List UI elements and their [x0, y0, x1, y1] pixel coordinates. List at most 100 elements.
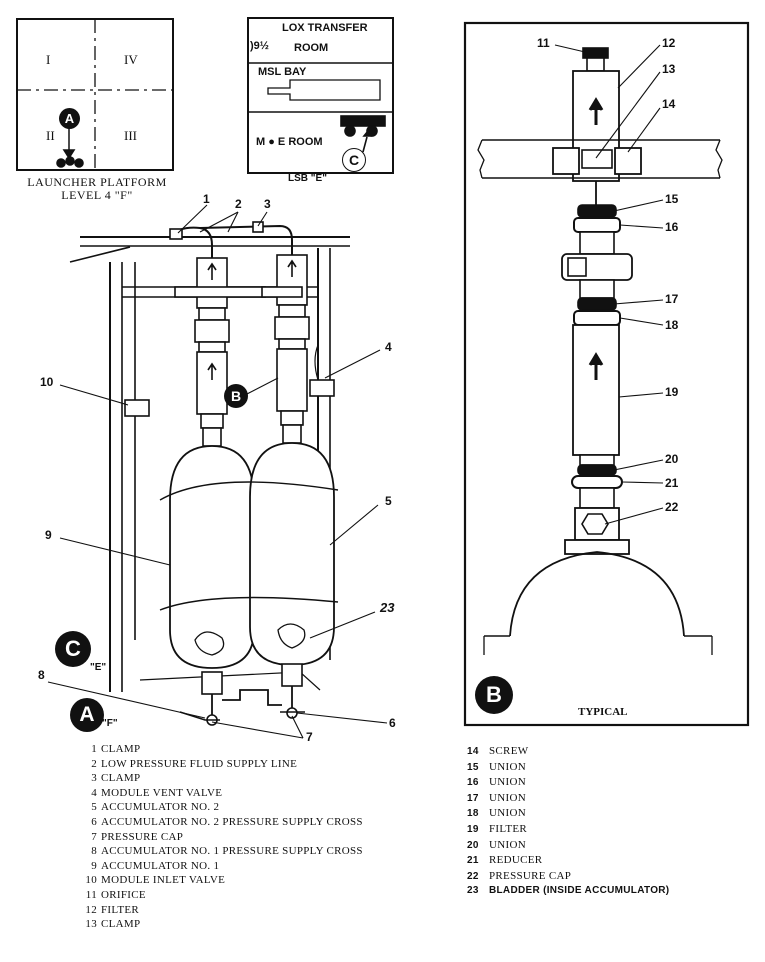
detail-callout-19: 19 [665, 385, 679, 399]
callout-6: 6 [389, 716, 396, 730]
legend-left-item: 4 MODULE VENT VALVE [75, 786, 363, 801]
detail-callout-17: 17 [665, 292, 679, 306]
legend-right-item-number: 18 [467, 808, 479, 820]
legend-left-item-text: MODULE VENT VALVE [101, 786, 223, 799]
marker-b-detail: B [475, 676, 513, 714]
legend-left-item-text: FILTER [101, 903, 140, 916]
detail-callout-18: 18 [665, 318, 679, 332]
detail-callout-21: 21 [665, 476, 679, 490]
legend-right-item: 14 SCREW [467, 744, 669, 760]
legend-left-item-number: 13 [85, 918, 97, 931]
detail-b-frame [463, 21, 750, 727]
legend-left-item: 3 CLAMP [75, 771, 363, 786]
marker-c-room: C [342, 148, 366, 172]
legend-left-item: 13 CLAMP [75, 917, 363, 932]
legend-left-item-text: ACCUMULATOR NO. 2 [101, 801, 220, 814]
legend-right-item-number: 14 [467, 746, 479, 757]
detail-callout-20: 20 [665, 452, 679, 466]
legend-right-item-number: 21 [467, 855, 479, 867]
legend-right-item-number: 16 [467, 777, 479, 789]
legend-right-item: 18 UNION [467, 806, 669, 822]
legend-right-item-text: PRESSURE CAP [489, 869, 572, 882]
legend-left-item-number: 9 [91, 859, 97, 872]
legend-right-item-text: UNION [489, 760, 526, 773]
legend-left-item-text: ACCUMULATOR NO. 1 [101, 859, 220, 872]
legend-left-item-number: 11 [85, 888, 97, 901]
quadrant-label-ii: II [46, 128, 55, 143]
legend-left-item-number: 12 [85, 903, 97, 916]
legend-right-item-text: REDUCER [489, 854, 543, 867]
callout-7: 7 [306, 730, 313, 744]
accumulator-1-shape [169, 445, 255, 669]
legend-left-item-number: 3 [91, 772, 97, 785]
legend-right-item-text: SCREW [489, 745, 529, 757]
legend-right-item-number: 17 [467, 792, 479, 804]
legend-right-item-text: UNION [489, 838, 526, 851]
legend-left-item-text: ORIFICE [101, 888, 146, 901]
legend-left-item-text: ACCUMULATOR NO. 1 PRESSURE SUPPLY CROSS [101, 845, 363, 858]
callout-10: 10 [40, 375, 54, 389]
legend-right-item-number: 23 [467, 885, 479, 897]
room-lox-sub: ROOM [294, 42, 329, 54]
legend-right-item: 17 UNION [467, 791, 669, 807]
legend-left-item-text: CLAMP [101, 918, 141, 931]
legend-right-item-text: UNION [489, 791, 526, 804]
accumulator-2-shape [249, 442, 335, 666]
detail-callout-12: 12 [662, 36, 676, 50]
quadrant-label-iii: III [124, 128, 137, 143]
legend-right-item: 20 UNION [467, 838, 669, 854]
legend-right-item: 22 PRESSURE CAP [467, 869, 669, 885]
legend-left-item: 2 LOW PRESSURE FLUID SUPPLY LINE [75, 757, 363, 772]
callout-9: 9 [45, 528, 52, 542]
legend-right-item-number: 22 [467, 870, 479, 882]
platform-caption-line2: LEVEL 4 "F" [61, 188, 133, 202]
legend-left-item: 11 ORIFICE [75, 888, 363, 903]
callout-2: 2 [235, 197, 242, 211]
detail-callout-14: 14 [662, 97, 676, 111]
legend-left-item-text: CLAMP [101, 743, 141, 755]
legend-right-item-number: 20 [467, 839, 479, 851]
legend-left-item-number: 4 [91, 786, 97, 799]
room-lox-transfer: LOX TRANSFER [282, 22, 368, 34]
legend-left-item-text: PRESSURE CAP [101, 830, 184, 843]
legend-left-item: 9 ACCUMULATOR NO. 1 [75, 859, 363, 874]
legend-left-item-number: 8 [91, 845, 97, 858]
legend-left-item-number: 2 [91, 757, 97, 770]
detail-callout-16: 16 [665, 220, 679, 234]
platform-caption-line1: LAUNCHER PLATFORM [27, 175, 167, 189]
legend-left-item: 5 ACCUMULATOR NO. 2 [75, 800, 363, 815]
room-map-frame [247, 17, 394, 174]
legend-right-item-text: UNION [489, 776, 526, 789]
legend-left-item-text: CLAMP [101, 772, 141, 785]
legend-left-item-number: 5 [91, 801, 97, 814]
callout-23: 23 [380, 600, 395, 615]
legend-right-item-text: FILTER [489, 822, 528, 835]
legend-left-item-text: LOW PRESSURE FLUID SUPPLY LINE [101, 757, 298, 770]
detail-callout-11: 11 [537, 36, 550, 50]
room-me-room: M ● E ROOM [256, 136, 323, 148]
note-c-main: "E" [90, 662, 107, 673]
legend-left-item-text: ACCUMULATOR NO. 2 PRESSURE SUPPLY CROSS [101, 815, 363, 828]
detail-callout-22: 22 [665, 500, 679, 514]
legend-right-item-text: BLADDER (INSIDE ACCUMULATOR) [489, 885, 670, 897]
callout-3: 3 [264, 197, 271, 211]
note-a-main: "F" [102, 718, 118, 729]
room-side-note: )9½ [250, 40, 269, 52]
callout-1: 1 [203, 192, 210, 206]
marker-a-platform: A [59, 108, 80, 129]
legend-right-item: 16 UNION [467, 775, 669, 791]
legend-right-item-number: 15 [467, 761, 479, 773]
callout-4: 4 [385, 340, 392, 354]
legend-left-item-number: 1 [91, 743, 97, 755]
room-caption: LSB "E" [288, 173, 327, 184]
detail-callout-13: 13 [662, 62, 676, 76]
quadrant-label-iv: IV [124, 52, 138, 67]
legend-right-item-text: UNION [489, 807, 526, 820]
legend-left-item-number: 7 [91, 830, 97, 843]
legend-right-item: 15 UNION [467, 760, 669, 776]
legend-left-item: 8 ACCUMULATOR NO. 1 PRESSURE SUPPLY CROSS [75, 844, 363, 859]
